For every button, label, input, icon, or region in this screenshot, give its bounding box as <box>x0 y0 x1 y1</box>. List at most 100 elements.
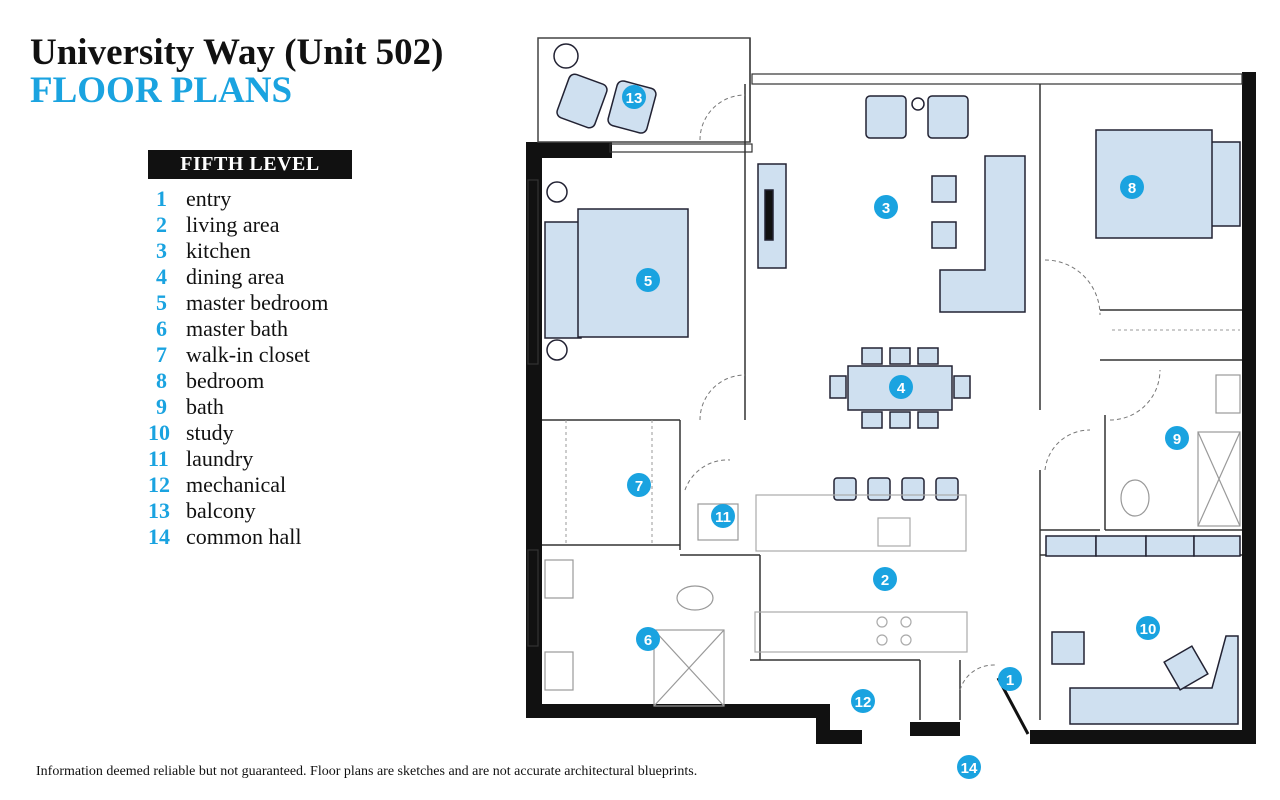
legend-label: living area <box>186 212 280 237</box>
room-marker-6: 6 <box>636 627 660 651</box>
legend-label: entry <box>186 186 232 211</box>
room-marker-2: 2 <box>873 567 897 591</box>
toilet <box>1120 479 1150 517</box>
vanity-sink <box>544 559 574 599</box>
legend-item: 9 bath <box>148 394 328 420</box>
legend-number: 13 <box>148 498 170 523</box>
legend-label: study <box>186 420 234 445</box>
room-legend: 1 entry 2 living area 3 kitchen 4 dining are… <box>148 186 328 550</box>
kitchen-counter <box>754 611 968 653</box>
legend-number: 2 <box>156 212 167 237</box>
dining-chairs <box>829 347 971 429</box>
legend-number: 7 <box>156 342 167 367</box>
page-title: University Way (Unit 502) <box>30 32 444 73</box>
legend-label: walk-in closet <box>186 342 311 367</box>
room-marker-14: 14 <box>957 755 981 779</box>
legend-label: master bath <box>186 316 289 341</box>
side-table <box>911 97 925 111</box>
legend-item: 10 study <box>148 420 328 446</box>
svg-text:7: 7 <box>635 478 643 495</box>
level-label: FIFTH LEVEL <box>148 150 352 179</box>
washer <box>697 503 739 541</box>
headboard <box>1207 141 1241 227</box>
shower <box>1197 431 1241 527</box>
room-marker-5: 5 <box>636 268 660 292</box>
interior-walls <box>542 84 1242 720</box>
legend-number: 6 <box>156 316 167 341</box>
legend-item: 13 balcony <box>148 498 328 524</box>
legend-number: 3 <box>156 238 167 263</box>
svg-text:13: 13 <box>626 90 643 107</box>
closet-shelves <box>565 329 1240 545</box>
sectional-sofa <box>939 155 1026 313</box>
svg-text:3: 3 <box>882 200 890 217</box>
legend-label: bedroom <box>186 368 265 393</box>
legend-item: 14 common hall <box>148 524 328 550</box>
room-marker-9: 9 <box>1165 426 1189 450</box>
armchair <box>865 95 907 139</box>
study-desk <box>1069 635 1239 725</box>
disclaimer: Information deemed reliable but not guar… <box>36 764 698 779</box>
toilet <box>676 585 714 611</box>
nightstand <box>546 181 568 203</box>
legend-label: balcony <box>186 498 256 523</box>
legend-label: common hall <box>186 524 302 549</box>
legend-number: 1 <box>156 186 167 211</box>
svg-text:1: 1 <box>1006 672 1014 689</box>
shower <box>653 629 725 707</box>
study-chair <box>1051 631 1085 665</box>
svg-text:11: 11 <box>715 509 731 526</box>
nightstand <box>546 339 568 361</box>
svg-text:5: 5 <box>644 273 652 290</box>
room-marker-12: 12 <box>851 689 875 713</box>
svg-text:6: 6 <box>644 632 652 649</box>
legend-label: kitchen <box>186 238 251 263</box>
desk-chair <box>1163 645 1209 691</box>
headboard <box>544 221 582 339</box>
room-marker-11: 11 <box>711 504 735 528</box>
room-marker-1: 1 <box>998 667 1022 691</box>
svg-text:9: 9 <box>1173 431 1181 448</box>
legend-item: 1 entry <box>148 186 328 212</box>
ottoman <box>931 221 957 249</box>
bathroom-fixtures <box>544 374 1241 707</box>
legend-number: 5 <box>156 290 167 315</box>
tv <box>764 189 774 241</box>
legend-item: 4 dining area <box>148 264 328 290</box>
legend-number: 12 <box>148 472 170 497</box>
svg-text:2: 2 <box>881 572 889 589</box>
kitchen <box>754 494 968 653</box>
kitchen-island <box>755 494 967 552</box>
svg-text:12: 12 <box>855 694 872 711</box>
bar-stools <box>833 477 959 501</box>
legend-item: 3 kitchen <box>148 238 328 264</box>
room-marker-10: 10 <box>1136 616 1160 640</box>
legend-label: mechanical <box>186 472 287 497</box>
legend-number: 10 <box>148 420 170 445</box>
room-marker-7: 7 <box>627 473 651 497</box>
svg-text:8: 8 <box>1128 180 1136 197</box>
legend-number: 14 <box>148 524 170 549</box>
legend-number: 8 <box>156 368 167 393</box>
legend-number: 9 <box>156 394 167 419</box>
legend-label: dining area <box>186 264 285 289</box>
room-marker-13: 13 <box>622 85 646 109</box>
legend-item: 6 master bath <box>148 316 328 342</box>
legend-number: 11 <box>148 446 169 471</box>
room-marker-8: 8 <box>1120 175 1144 199</box>
room-marker-4: 4 <box>889 375 913 399</box>
legend-label: bath <box>186 394 224 419</box>
legend-number: 4 <box>156 264 167 289</box>
svg-text:14: 14 <box>961 760 978 777</box>
storage-cabinets <box>1045 535 1241 557</box>
vanity-sink <box>1215 374 1241 414</box>
sink <box>877 517 911 547</box>
vanity-sink <box>544 651 574 691</box>
svg-text:4: 4 <box>897 380 906 397</box>
legend-item: 12 mechanical <box>148 472 328 498</box>
master-bed <box>577 208 689 338</box>
ottoman <box>931 175 957 203</box>
room-marker-3: 3 <box>874 195 898 219</box>
